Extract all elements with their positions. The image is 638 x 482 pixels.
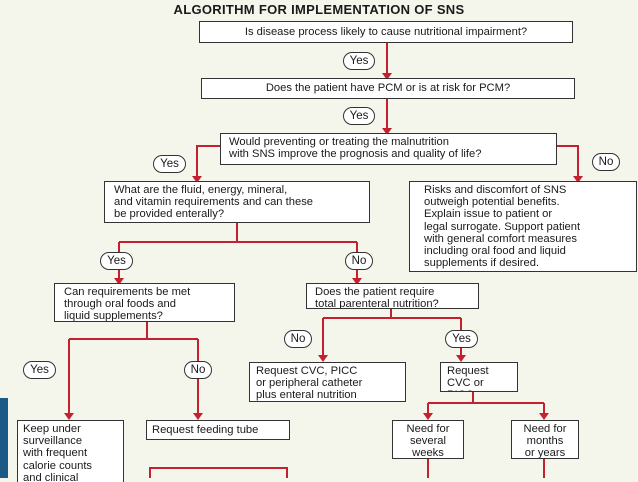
request-cvc-picc-peripheral-box: Request CVC, PICC or peripheral catheter…	[249, 362, 406, 402]
yes-label: Yes	[445, 330, 478, 348]
yes-label: Yes	[100, 252, 133, 270]
yes-label: Yes	[23, 361, 56, 379]
request-cvc-or-picc-box: Request CVC or PICC	[440, 362, 518, 392]
no-label: No	[592, 153, 620, 171]
prognosis-question-box: Would preventing or treating the malnutr…	[220, 133, 557, 165]
disease-question-box: Is disease process likely to cause nutri…	[199, 21, 573, 43]
need-several-weeks-box: Need for several weeks	[392, 420, 464, 459]
pcm-question-box: Does the patient have PCM or is at risk …	[201, 78, 575, 99]
no-label: No	[184, 361, 212, 379]
request-feeding-tube-box: Request feeding tube	[146, 420, 290, 440]
no-label: No	[284, 330, 312, 348]
diagram-title: ALGORITHM FOR IMPLEMENTATION OF SNS	[173, 2, 465, 17]
yes-label: Yes	[343, 52, 375, 70]
left-accent-bar	[0, 398, 8, 478]
yes-label: Yes	[343, 107, 375, 125]
tpn-question-box: Does the patient require total parentera…	[306, 283, 479, 309]
yes-label: Yes	[153, 155, 186, 173]
risks-outcome-box: Risks and discomfort of SNS outweigh pot…	[409, 181, 637, 272]
keep-surveillance-box: Keep under surveillance with frequent ca…	[17, 420, 124, 482]
need-months-years-box: Need for months or years	[511, 420, 579, 459]
requirements-question-box: What are the fluid, energy, mineral, and…	[104, 181, 370, 223]
oral-foods-question-box: Can requirements be met through oral foo…	[54, 283, 235, 322]
no-label: No	[345, 252, 373, 270]
